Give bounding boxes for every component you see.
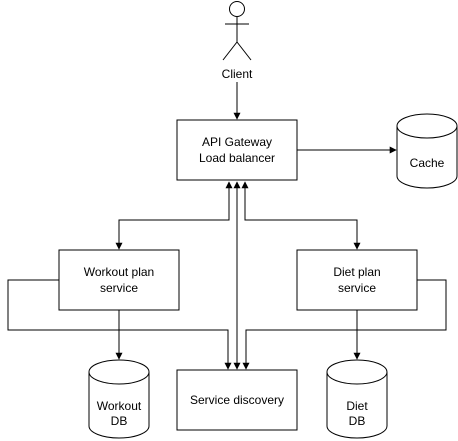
gateway-diet-connector	[241, 181, 361, 250]
cache-label: Cache	[410, 156, 445, 170]
workout-db-label: Workout	[97, 399, 142, 413]
diet-db-label: Diet	[346, 399, 368, 413]
load-balancer-label: Load balancer	[199, 151, 275, 165]
api-gateway-box	[176, 119, 298, 181]
workout-service-box	[58, 249, 180, 311]
diet-db-sublabel: DB	[349, 414, 366, 428]
diet-service-label: Diet plan	[333, 265, 380, 279]
diet-service-box	[296, 249, 418, 311]
diet-service-sublabel: service	[338, 281, 376, 295]
api-gateway-label: API Gateway	[202, 135, 272, 149]
diet-db-cylinder	[326, 359, 388, 439]
workout-service-sublabel: service	[100, 281, 138, 295]
workout-db-sublabel: DB	[111, 414, 128, 428]
actor-left-leg	[222, 41, 238, 61]
actor-right-leg	[236, 41, 252, 61]
diet-to-discovery-connector	[242, 279, 447, 370]
service-discovery-label: Service discovery	[190, 393, 284, 407]
workout-service-label: Workout plan	[84, 265, 154, 279]
client-label: Client	[222, 67, 253, 81]
workout-db-cylinder	[88, 359, 150, 439]
client-actor	[222, 1, 252, 61]
service-discovery-box	[176, 369, 298, 431]
cache-cylinder	[396, 113, 458, 189]
gateway-workout-connector	[115, 181, 233, 250]
workout-to-discovery-connector	[7, 279, 232, 370]
actor-head	[229, 1, 245, 17]
